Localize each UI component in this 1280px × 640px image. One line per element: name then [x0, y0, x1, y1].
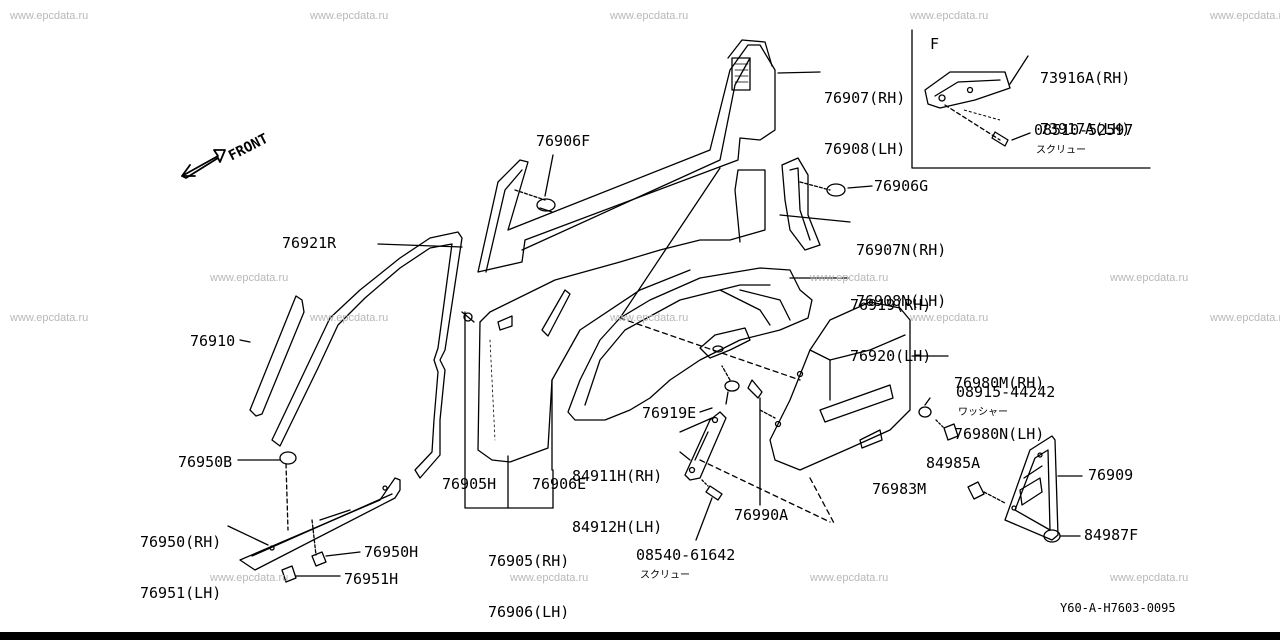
screw-08540-part	[695, 479, 723, 541]
part-number: 76908(LH)	[824, 140, 906, 158]
watermark: www.epcdata.ru	[610, 10, 689, 22]
part-label-76951h[interactable]: 76951H	[344, 570, 399, 588]
inset-bracket-part	[924, 55, 1029, 147]
watermark: www.epcdata.ru	[610, 312, 689, 324]
garnish-76910-part	[249, 295, 305, 417]
part-number: 73917A(LH)	[1040, 120, 1131, 138]
washer-part	[918, 406, 932, 418]
small-pillar-76907n-part	[781, 157, 846, 251]
part-label-76907n[interactable]: 76907N(RH) 76908N(LH)	[856, 208, 946, 327]
part-label-76910[interactable]: 76910	[190, 332, 236, 350]
inset-frame	[911, 29, 1151, 169]
cover-76909-part	[1004, 435, 1083, 541]
part-number: 84912H(LH)	[572, 518, 663, 536]
watermark: www.epcdata.ru	[210, 572, 289, 584]
watermark: www.epcdata.ru	[810, 272, 889, 284]
fastener-76919e-part	[721, 365, 740, 405]
part-label-08540[interactable]: 08540-61642	[636, 546, 736, 564]
part-label-76909[interactable]: 76909	[1088, 466, 1134, 484]
part-label-84985a[interactable]: 84985A	[926, 454, 981, 472]
side-box-76980m-part	[769, 301, 911, 526]
part-number: 76906(LH)	[488, 603, 570, 621]
watermark: www.epcdata.ru	[1110, 272, 1189, 284]
part-number: 76919(RH)	[850, 296, 932, 314]
part-label-84911h[interactable]: 84911H(RH) 84912H(LH)	[572, 434, 662, 553]
wheelhouse-trim-76919-part	[567, 267, 813, 421]
part-label-76907[interactable]: 76907(RH) 76908(LH)	[824, 56, 905, 175]
part-label-76990a[interactable]: 76990A	[734, 506, 789, 524]
part-label-76950h[interactable]: 76950H	[364, 543, 419, 561]
part-number: 76908N(LH)	[856, 292, 947, 310]
watermark: www.epcdata.ru	[210, 272, 289, 284]
part-label-08510[interactable]: 08510-52597	[1034, 121, 1134, 139]
part-number: 76905(RH)	[488, 552, 570, 570]
part-number: 76907(RH)	[824, 89, 906, 107]
watermark: www.epcdata.ru	[810, 572, 889, 584]
clip-76951h-part	[281, 565, 297, 583]
clip-76950b-part	[279, 451, 297, 531]
bolt-76990a-part	[747, 379, 763, 506]
watermark: www.epcdata.ru	[510, 572, 589, 584]
part-label-76980m[interactable]: 76980M(RH) 76980N(LH)	[954, 341, 1044, 460]
inset-label: F	[930, 35, 940, 53]
weatherstrip-76921r-part	[271, 231, 463, 479]
watermark: www.epcdata.ru	[310, 10, 389, 22]
clip-84987f-part	[1043, 529, 1081, 543]
part-number: 84911H(RH)	[572, 467, 663, 485]
screw-84985a-part	[935, 419, 959, 441]
part-label-73916a[interactable]: 73916A(RH) 73917A(LH)	[1040, 36, 1130, 155]
watermark: www.epcdata.ru	[1210, 312, 1280, 324]
part-number: 76907N(RH)	[856, 241, 947, 259]
watermark: www.epcdata.ru	[10, 10, 89, 22]
part-number: 76980M(RH)	[954, 374, 1045, 392]
part-number: 76920(LH)	[850, 347, 932, 365]
part-number: 76950(RH)	[140, 533, 222, 551]
part-label-76983m[interactable]: 76983M	[872, 480, 927, 498]
part-label-76950[interactable]: 76950(RH) 76951(LH)	[140, 500, 221, 619]
bracket-84911h-part	[684, 411, 831, 523]
watermark: www.epcdata.ru	[1210, 10, 1280, 22]
watermark: www.epcdata.ru	[10, 312, 89, 324]
part-label-76921r[interactable]: 76921R	[282, 234, 337, 252]
clip-76950h-part	[311, 551, 327, 567]
part-label-76905[interactable]: 76905(RH) 76906(LH)	[488, 519, 569, 638]
part-number: 76980N(LH)	[954, 425, 1045, 443]
part-label-76919[interactable]: 76919(RH) 76920(LH)	[850, 263, 931, 382]
part-label-76906g[interactable]: 76906G	[874, 177, 929, 195]
watermark: www.epcdata.ru	[310, 312, 389, 324]
rear-panel-76905-part	[477, 167, 766, 471]
part-label-76950b[interactable]: 76950B	[178, 453, 233, 471]
screw-kana-label: スクリュー	[640, 570, 690, 581]
watermark: www.epcdata.ru	[910, 10, 989, 22]
part-number: 76951(LH)	[140, 584, 222, 602]
clip-76906f-part	[514, 189, 556, 213]
part-label-08915[interactable]: 08915-44242	[956, 383, 1056, 401]
part-label-76919e[interactable]: 76919E	[642, 404, 697, 422]
part-label-76906f[interactable]: 76906F	[536, 132, 591, 150]
front-arrow	[181, 149, 226, 179]
part-label-76905h[interactable]: 76905H	[442, 475, 497, 493]
washer-kana-label: ワッシャー	[958, 407, 1008, 418]
diagram-code: Y60-A-H7603-0095	[1060, 601, 1176, 615]
part-number: 73916A(RH)	[1040, 69, 1131, 87]
watermark: www.epcdata.ru	[910, 312, 989, 324]
bottom-border	[0, 632, 1280, 640]
part-label-84987f[interactable]: 84987F	[1084, 526, 1139, 544]
screw-76983m-part	[967, 481, 1006, 504]
screw-kana-label: スクリュー	[1036, 145, 1086, 156]
upper-pillar-trim-part	[477, 39, 776, 273]
step-plate-76950-part	[239, 477, 401, 571]
part-label-76906e[interactable]: 76906E	[532, 475, 587, 493]
watermark: www.epcdata.ru	[1110, 572, 1189, 584]
